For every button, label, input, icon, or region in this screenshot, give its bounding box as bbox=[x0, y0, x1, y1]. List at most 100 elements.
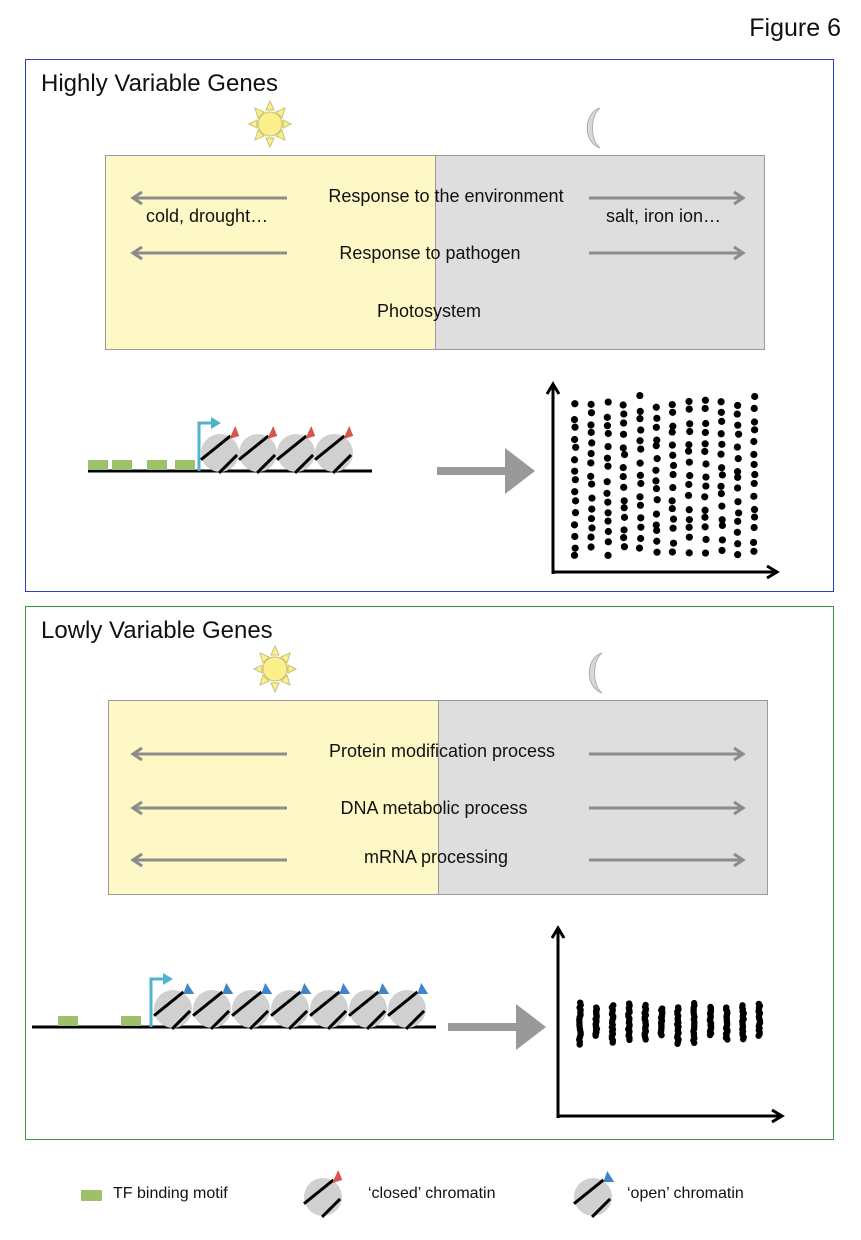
data-point bbox=[685, 549, 693, 557]
data-point bbox=[717, 408, 725, 416]
data-point bbox=[685, 533, 693, 541]
data-point bbox=[637, 534, 645, 543]
data-point bbox=[734, 401, 742, 410]
day-region bbox=[109, 701, 438, 894]
data-point bbox=[702, 419, 710, 428]
data-point bbox=[604, 517, 612, 525]
data-point bbox=[571, 544, 579, 552]
data-point bbox=[637, 514, 645, 522]
process-label: Response to pathogen bbox=[339, 243, 521, 263]
data-point bbox=[653, 496, 661, 504]
data-point bbox=[668, 504, 676, 513]
closed-mark bbox=[267, 426, 278, 440]
data-point bbox=[652, 423, 660, 431]
data-point bbox=[588, 480, 596, 488]
transcription-start-arrowhead bbox=[211, 417, 221, 429]
data-point bbox=[734, 551, 742, 559]
figure-label: Figure 6 bbox=[749, 14, 841, 42]
data-point bbox=[750, 450, 758, 459]
transcription-start-arrowhead bbox=[163, 973, 173, 985]
data-point bbox=[750, 437, 758, 446]
result-arrow bbox=[437, 448, 535, 494]
data-point bbox=[653, 414, 661, 422]
data-point bbox=[702, 535, 710, 544]
data-point bbox=[571, 497, 580, 505]
open-mark bbox=[603, 1171, 615, 1183]
data-point bbox=[636, 471, 644, 479]
data-point bbox=[733, 443, 741, 451]
night-region bbox=[438, 701, 767, 894]
x-axis-arrowhead bbox=[766, 564, 780, 580]
data-point bbox=[691, 1039, 698, 1047]
closed-mark bbox=[332, 1170, 343, 1184]
data-point bbox=[702, 460, 710, 468]
day-example: cold, drought… bbox=[146, 206, 269, 226]
data-point bbox=[750, 547, 758, 555]
data-point bbox=[706, 1031, 714, 1039]
open-mark bbox=[183, 983, 195, 995]
data-point bbox=[620, 450, 629, 459]
data-point bbox=[702, 482, 710, 490]
data-point bbox=[669, 483, 677, 492]
lowly-variable-panel: Lowly Variable Genes bbox=[25, 606, 834, 1140]
process-arrows bbox=[130, 190, 746, 261]
data-point bbox=[587, 533, 595, 541]
data-point bbox=[668, 441, 676, 449]
open-nucleosome bbox=[387, 983, 429, 1031]
data-point bbox=[749, 538, 758, 547]
process-label: Photosystem bbox=[376, 301, 482, 321]
data-point bbox=[668, 428, 676, 436]
data-point bbox=[592, 1032, 599, 1039]
data-point bbox=[750, 479, 758, 488]
closed-mark bbox=[229, 426, 240, 440]
closed-nucleosome bbox=[200, 426, 240, 475]
data-point bbox=[587, 543, 595, 551]
data-point bbox=[751, 470, 759, 479]
data-point bbox=[718, 521, 726, 530]
data-point bbox=[668, 400, 676, 409]
data-point bbox=[750, 418, 759, 426]
process-label: Response to the environment bbox=[328, 186, 564, 206]
data-point bbox=[620, 419, 628, 427]
data-point bbox=[570, 521, 579, 529]
data-point bbox=[701, 440, 709, 448]
data-point bbox=[637, 479, 645, 488]
open-nucleosome bbox=[573, 1171, 615, 1219]
data-point bbox=[619, 472, 627, 481]
legend-label: ‘open’ chromatin bbox=[627, 1185, 744, 1202]
panel-title: Highly Variable Genes bbox=[41, 70, 279, 97]
data-point bbox=[734, 498, 742, 506]
data-point bbox=[733, 410, 741, 418]
data-point bbox=[751, 392, 759, 401]
data-point bbox=[734, 455, 742, 463]
data-point bbox=[587, 514, 596, 523]
data-point bbox=[684, 491, 693, 500]
open-chromatin-icon bbox=[573, 1171, 615, 1219]
sun-icon bbox=[247, 99, 293, 149]
y-axis-arrowhead bbox=[545, 381, 561, 395]
transcription-start-arrow bbox=[149, 977, 165, 1027]
data-point bbox=[652, 442, 660, 450]
process-label: mRNA processing bbox=[363, 847, 509, 867]
data-point bbox=[604, 398, 612, 406]
tf-binding-motif bbox=[121, 1016, 141, 1026]
data-point bbox=[619, 401, 627, 409]
data-point bbox=[653, 548, 661, 556]
closed-mark bbox=[305, 426, 316, 440]
closed-mark bbox=[343, 426, 354, 440]
day-night-band bbox=[108, 700, 768, 895]
data-point bbox=[604, 509, 612, 517]
promoter-open-diagram bbox=[32, 973, 436, 1031]
data-point bbox=[734, 430, 743, 438]
data-point bbox=[701, 523, 709, 531]
data-point bbox=[636, 437, 644, 445]
data-point bbox=[652, 403, 660, 411]
closed-nucleosome bbox=[314, 426, 354, 475]
data-point bbox=[619, 444, 627, 452]
highly-variable-panel: Highly Variable Genes bbox=[25, 59, 834, 592]
data-point bbox=[570, 415, 579, 424]
data-point bbox=[619, 430, 628, 438]
data-point bbox=[636, 459, 644, 467]
data-point bbox=[604, 498, 612, 506]
data-point bbox=[750, 513, 759, 521]
